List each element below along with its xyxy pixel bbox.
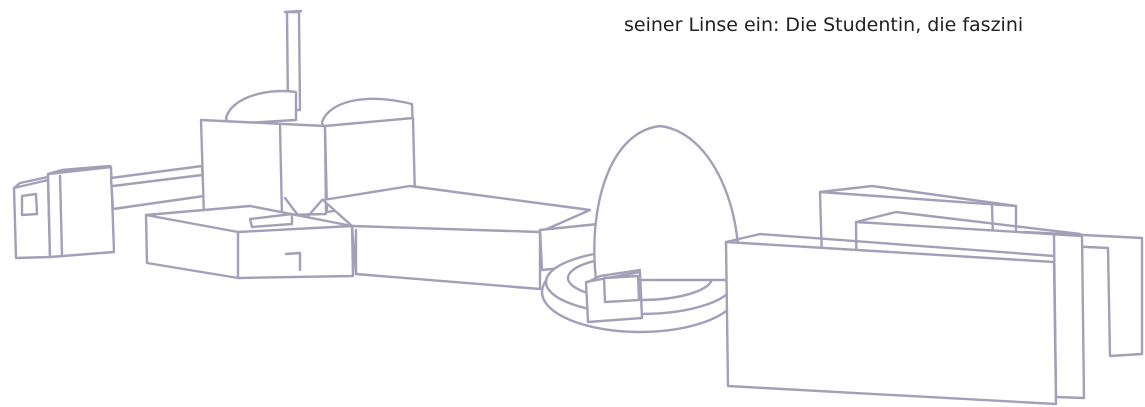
left-annex bbox=[12, 164, 116, 260]
reactor-hall-right bbox=[321, 184, 592, 291]
reactor-hall-left bbox=[144, 204, 355, 280]
caption-text: seiner Linse ein: Die Studentin, die fas… bbox=[624, 14, 1024, 36]
right-complex bbox=[724, 184, 1144, 406]
turbine-hall bbox=[199, 9, 417, 224]
reactor-dome bbox=[538, 124, 740, 334]
corridor bbox=[109, 164, 206, 211]
